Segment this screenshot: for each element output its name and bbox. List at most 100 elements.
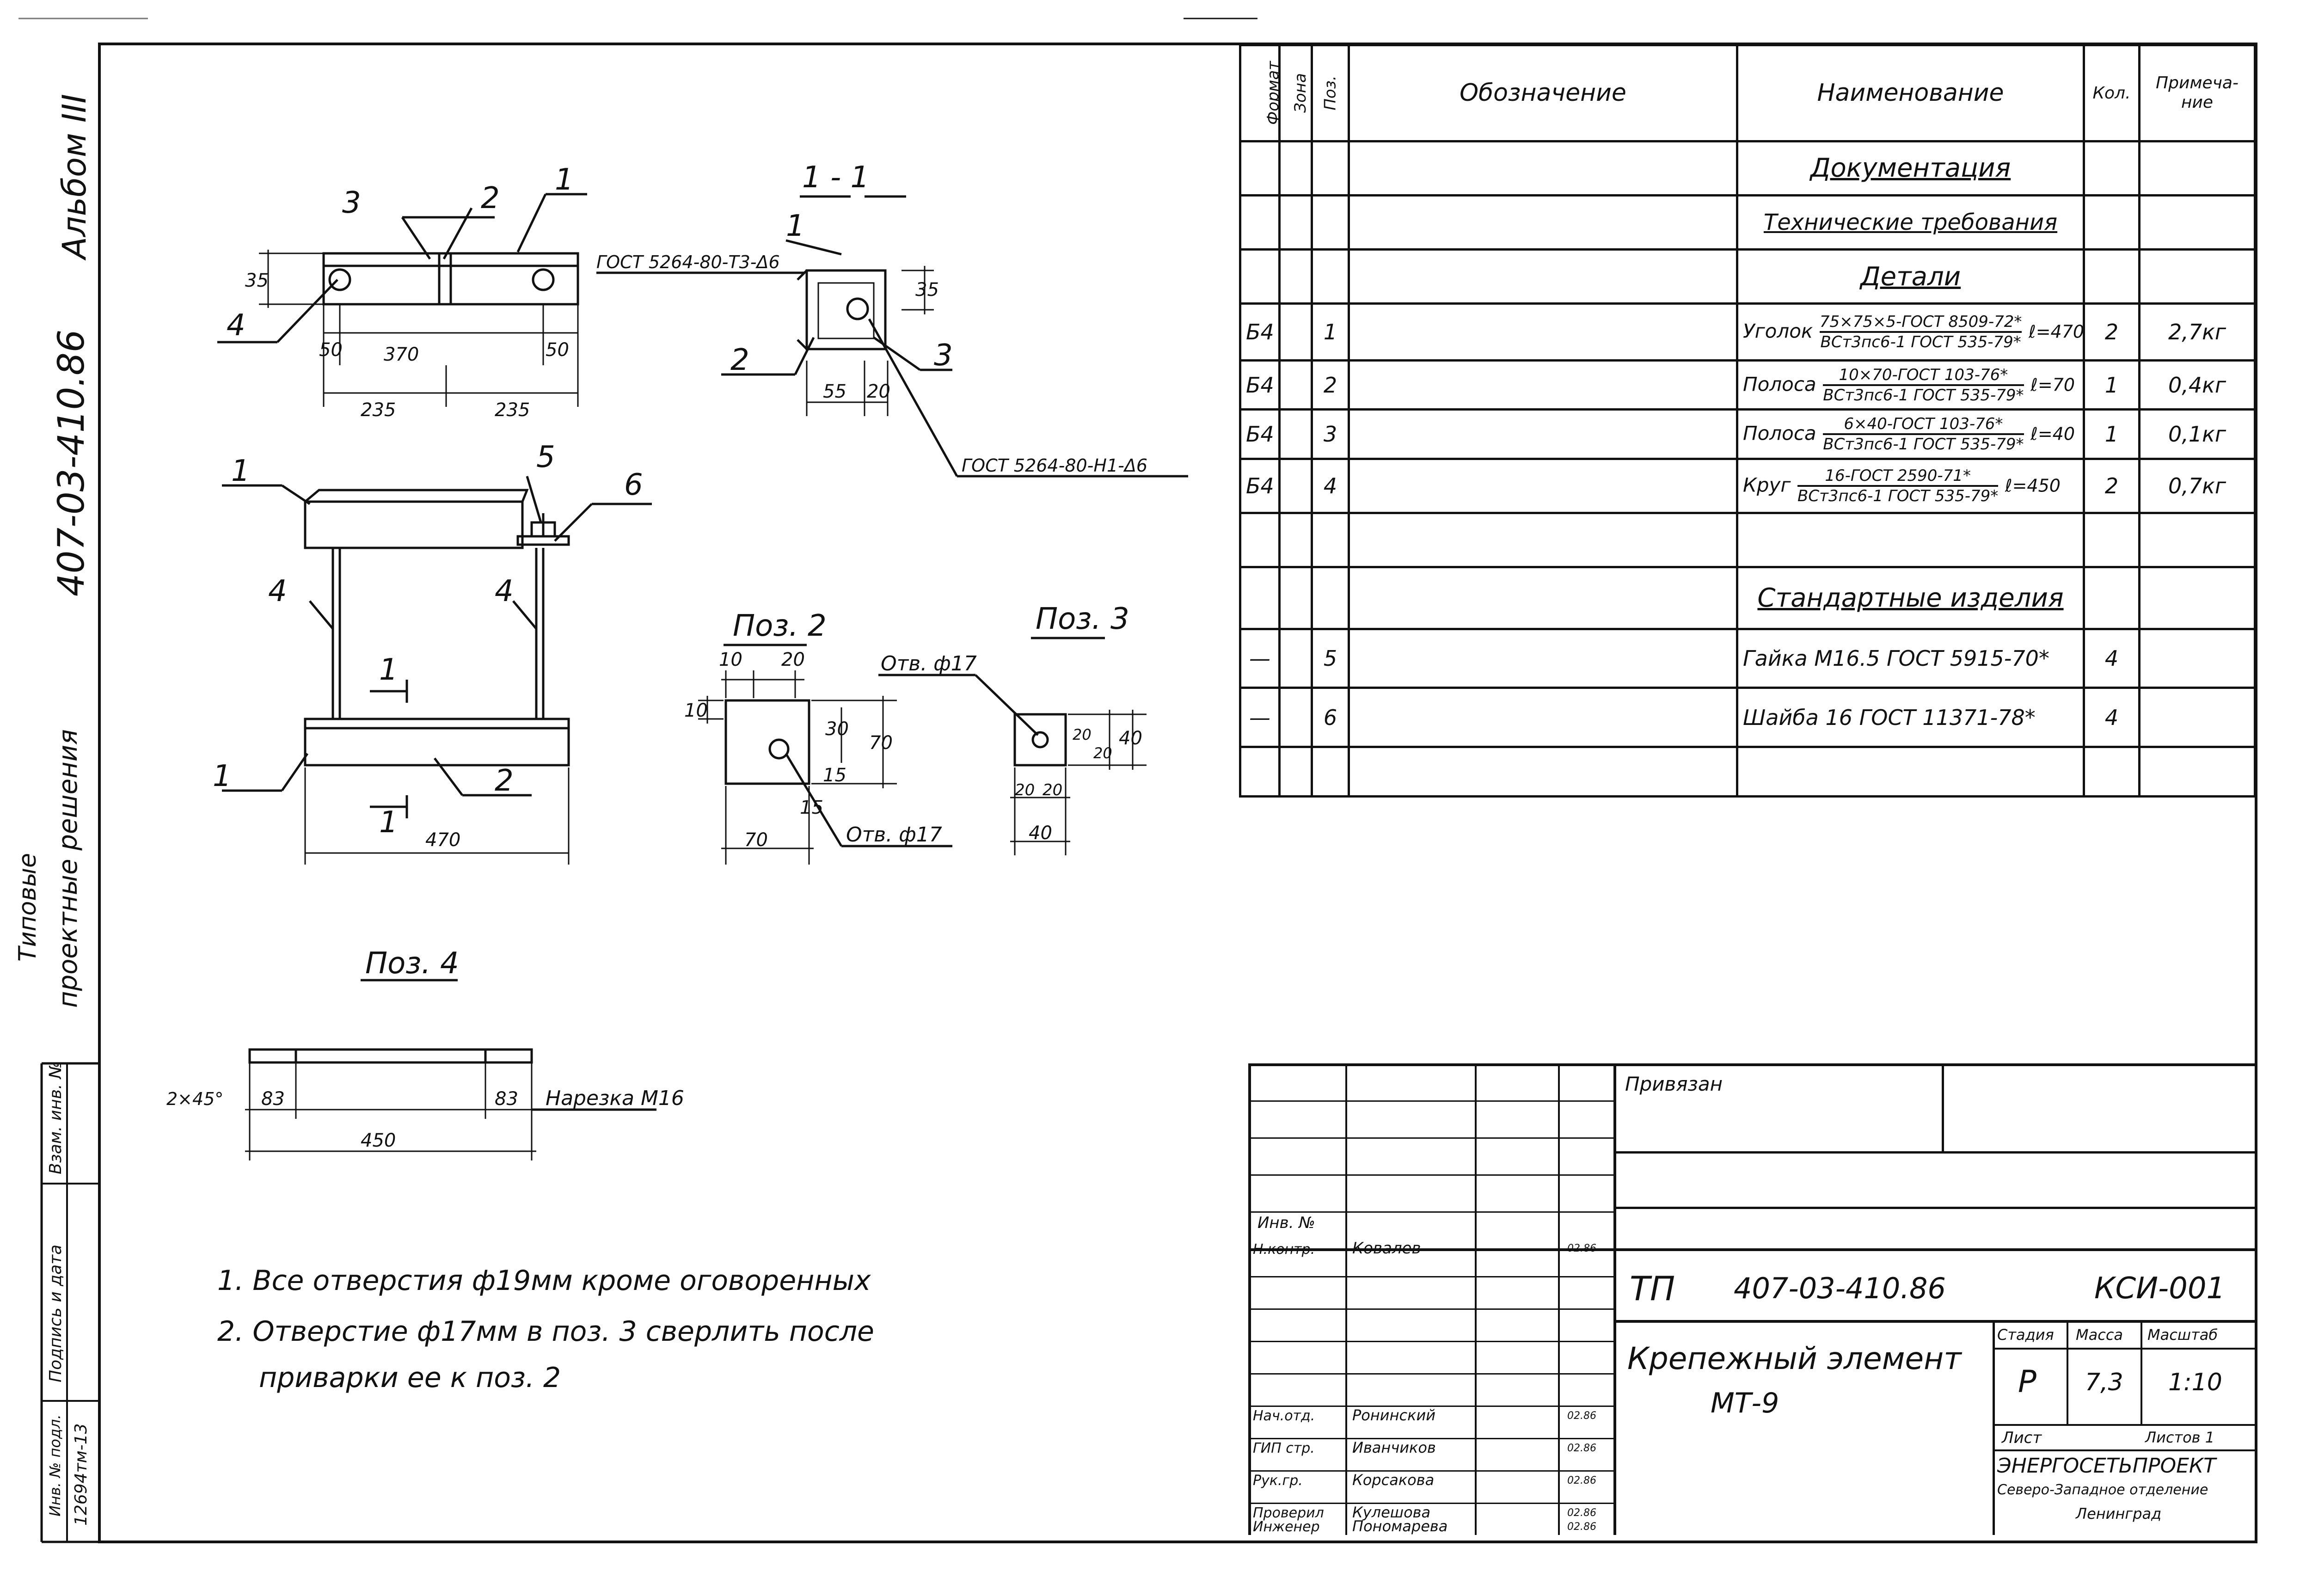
tb-name-inzhener: Пономарева [1352,1517,1448,1535]
row-name-main: Уголок [1743,319,1813,343]
spec-row: Б4 1 Уголок 75×75×5-ГОСТ 8509-72*ВСт3пс6… [1239,302,2256,362]
tb-org: ЭНЕРГОСЕТЬПРОЕКТ [1997,1454,2216,1478]
hole-label-pos2: Отв. ф17 [846,823,942,847]
header-format: Формат [1239,44,1281,142]
tb-date-gip: 02.86 [1567,1443,1596,1454]
pos3-title: Поз. 3 [1036,602,1129,636]
row-name-den: ВСт3пс6-1 ГОСТ 535-79* [1823,435,2024,454]
row-qty: 2 [2083,458,2141,515]
dim-p2-15v: 15 [823,765,846,786]
front-view [222,476,652,865]
row-name: Круг 16-ГОСТ 2590-71*ВСт3пс6-1 ГОСТ 535-… [1736,458,2085,515]
tb-role-inzhener: Инженер [1253,1519,1320,1535]
row-len: ℓ=40 [2030,424,2075,444]
tb-role-rukgr: Рук.гр. [1253,1473,1303,1489]
callout-4-front-left: 4 [268,574,287,608]
tb-name-gip: Иванчиков [1352,1439,1436,1456]
section-details: Детали [1736,248,2085,305]
note-3: приварки ее к поз. 2 [259,1362,561,1394]
dim-top-235b: 235 [495,399,530,421]
dim-top-35: 35 [245,270,269,291]
row-name-main: Полоса [1743,422,1816,445]
dim-p3-40v: 40 [1119,728,1142,749]
dim-p2-10: 10 [719,649,742,670]
row-qty: 1 [2083,408,2141,460]
pos4-title: Поз. 4 [365,946,459,981]
weld-label-1: ГОСТ 5264-80-Т3-Δ6 [596,252,780,272]
std-pos: 5 [1311,627,1350,689]
dim-p4-83b: 83 [495,1088,518,1110]
header-name: Наименование [1736,44,2085,142]
row-format: Б4 [1239,408,1281,460]
callout-2-front: 2 [495,764,514,798]
tb-mass-label: Масса [2076,1326,2123,1344]
std-name: Шайба 16 ГОСТ 11371-78* [1736,687,2085,749]
dim-p3-20a: 20 [1073,726,1092,743]
dim-top-50b: 50 [546,339,569,361]
tb-date-proveril: 02.86 [1567,1507,1596,1519]
tb-title-line2: МТ-9 [1711,1387,1779,1419]
callout-4-top: 4 [227,308,245,343]
dim-p2-15: 15 [800,797,823,818]
tb-name-nkontr: Ковалев [1352,1239,1421,1258]
callout-1-section: 1 [786,209,805,243]
spec-row-empty [1239,512,2256,569]
pos2-detail [698,644,952,865]
dim-p2-10v: 10 [684,700,708,721]
row-format: Б4 [1239,302,1281,362]
spec-header-row: Формат Зона Поз. Обозначение Наименовани… [1239,44,2256,142]
dim-sec-20: 20 [867,381,890,402]
row-name-num: 6×40-ГОСТ 103-76* [1823,415,2024,436]
tb-inv-no: Инв. № [1257,1214,1315,1232]
row-pos: 4 [1311,458,1350,515]
dim-top-370: 370 [384,344,419,365]
row-name-num: 10×70-ГОСТ 103-76* [1823,366,2024,386]
spec-row: Б4 3 Полоса 6×40-ГОСТ 103-76*ВСт3пс6-1 Г… [1239,408,2256,460]
callout-1-front-top: 1 [231,454,250,488]
header-qty: Кол. [2083,44,2141,142]
tb-role-nachotd: Нач.отд. [1253,1408,1315,1424]
dim-top-50a: 50 [319,339,343,361]
dim-p2-30: 30 [825,718,849,740]
section-mark-top: 1 [379,653,398,687]
chamfer-label: 2×45° [166,1089,223,1109]
tb-stage-label: Стадия [1997,1326,2054,1344]
tb-org-city: Ленинград [2076,1505,2162,1522]
tb-sheet-label: Лист [2002,1429,2042,1447]
callout-2-top: 2 [481,181,500,215]
spec-std-row: — 5 Гайка М16.5 ГОСТ 5915-70* 4 [1239,627,2256,689]
callout-5-front: 5 [536,440,555,474]
dim-p2-70: 70 [744,829,768,851]
dim-p2-70v: 70 [869,732,893,754]
tb-name-nachotd: Ронинский [1352,1406,1436,1424]
row-note: 0,4кг [2138,359,2256,411]
pos2-title: Поз. 2 [733,609,827,643]
dim-p3-20b: 20 [1093,744,1112,762]
tb-date-nachotd: 02.86 [1567,1410,1596,1422]
row-name-den: ВСт3пс6-1 ГОСТ 535-79* [1820,333,2021,352]
callout-3-top: 3 [342,186,361,220]
spec-row-docs: Документация [1239,140,2256,196]
note-2: 2. Отверстие ф17мм в поз. 3 сверлить пос… [217,1315,874,1348]
dim-top-235a: 235 [361,399,396,421]
tb-date-rukgr: 02.86 [1567,1475,1596,1486]
title-block: Привязан Инв. № Н.контр. Ковалев 02.86 Н… [1248,1063,2256,1535]
tb-scale: 1:10 [2168,1369,2222,1396]
row-name-num: 75×75×5-ГОСТ 8509-72* [1819,313,2022,333]
row-pos: 3 [1311,408,1350,460]
dim-sec-55: 55 [823,381,846,402]
row-note: 0,1кг [2138,408,2256,460]
header-zone: Зона [1278,44,1313,142]
row-pos: 2 [1311,359,1350,411]
row-name-frac: 16-ГОСТ 2590-71*ВСт3пс6-1 ГОСТ 535-79* [1797,467,1999,505]
spec-row-details: Детали [1239,248,2256,305]
tb-name-rukgr: Корсакова [1352,1471,1435,1489]
row-name-num: 16-ГОСТ 2590-71* [1797,467,1999,487]
section-title: 1 - 1 [802,160,869,195]
tb-name-proveril: Кулешова [1352,1504,1431,1521]
tb-sheets-label: Листов 1 [2145,1429,2215,1446]
callout-3-section: 3 [934,338,953,373]
std-qty: 4 [2083,687,2141,749]
